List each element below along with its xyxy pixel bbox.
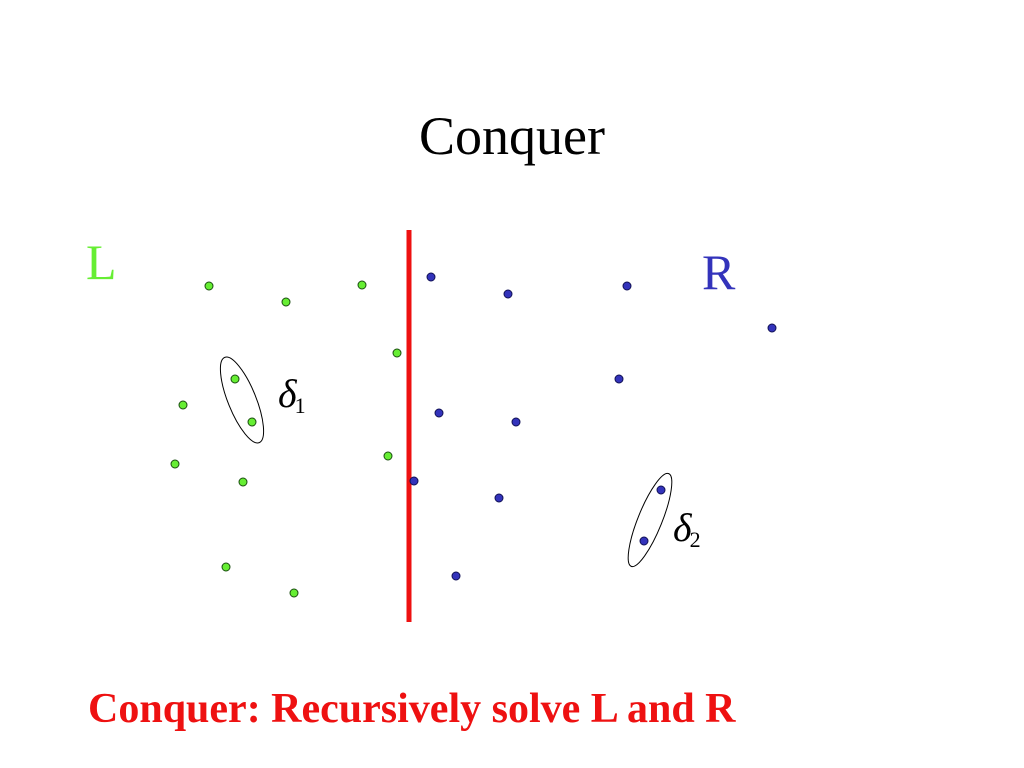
left-point <box>392 348 402 358</box>
delta-2-symbol: δ <box>673 505 692 550</box>
delta-2-subscript: 2 <box>689 527 701 552</box>
left-point <box>204 281 214 291</box>
right-set-label: R <box>702 244 736 300</box>
left-point <box>178 400 188 410</box>
left-point <box>230 374 240 384</box>
right-point <box>622 281 632 291</box>
right-point <box>426 272 436 282</box>
right-point <box>494 493 504 503</box>
right-point <box>451 571 461 581</box>
closest-pair-ellipse-left <box>219 356 265 444</box>
right-point <box>656 485 666 495</box>
left-point <box>357 280 367 290</box>
left-point <box>289 588 299 598</box>
delta-1-label: δ1 <box>278 372 308 422</box>
right-point <box>409 476 419 486</box>
slide-title: Conquer <box>419 106 605 166</box>
left-point <box>170 459 180 469</box>
left-point-group <box>170 280 402 598</box>
right-point-group <box>409 272 777 581</box>
right-point <box>503 289 513 299</box>
right-point <box>639 536 649 546</box>
left-point <box>247 417 257 427</box>
delta-1-symbol: δ <box>278 371 297 416</box>
right-point <box>511 417 521 427</box>
caption: Conquer: Recursively solve L and R <box>88 686 736 732</box>
left-point <box>221 562 231 572</box>
delta-2-label: δ2 <box>673 506 703 556</box>
right-point <box>614 374 624 384</box>
left-point <box>281 297 291 307</box>
right-point <box>434 408 444 418</box>
closest-pair-ellipse-right <box>627 472 673 568</box>
left-point <box>238 477 248 487</box>
delta-1-subscript: 1 <box>294 393 306 418</box>
left-set-label: L <box>86 234 117 290</box>
right-point <box>767 323 777 333</box>
left-point <box>383 451 393 461</box>
